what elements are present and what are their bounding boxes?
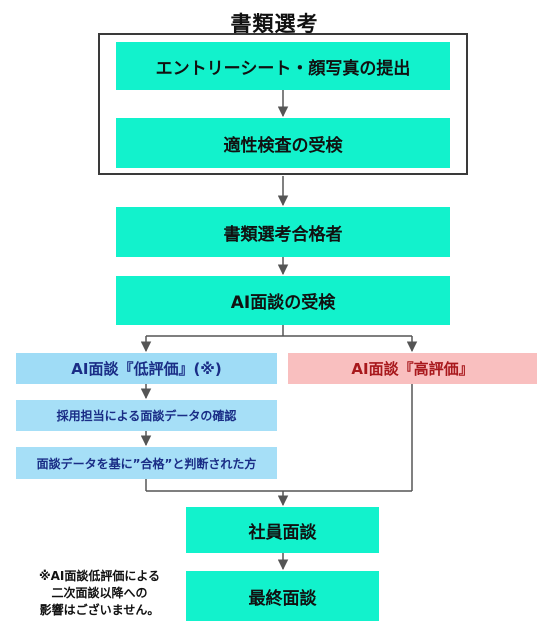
- step-ai-interview: AI面談の受検: [116, 276, 450, 325]
- step-employee-interview: 社員面談: [186, 507, 379, 553]
- branch-low-step-pass: 面談データを基に”合格”と判断された方: [16, 447, 277, 479]
- step-entry-sheet: エントリーシート・顔写真の提出: [116, 42, 450, 90]
- branch-low-step-review: 採用担当による面談データの確認: [16, 400, 277, 431]
- footnote-line: 影響はございません。: [39, 603, 160, 617]
- footnote: ※AI面談低評価による 二次面談以降への 影響はございません。: [12, 568, 187, 619]
- step-final-interview: 最終面談: [186, 571, 379, 621]
- branch-high-header: AI面談『高評価』: [288, 353, 537, 384]
- footnote-line: ※AI面談低評価による: [38, 569, 161, 583]
- section-title: 書類選考: [230, 12, 319, 36]
- step-screening-pass: 書類選考合格者: [116, 207, 450, 257]
- document-screening-frame: [98, 33, 468, 175]
- branch-low-header: AI面談『低評価』(※): [16, 353, 277, 384]
- step-aptitude-test: 適性検査の受検: [116, 118, 450, 168]
- footnote-line: 二次面談以降への: [51, 586, 148, 600]
